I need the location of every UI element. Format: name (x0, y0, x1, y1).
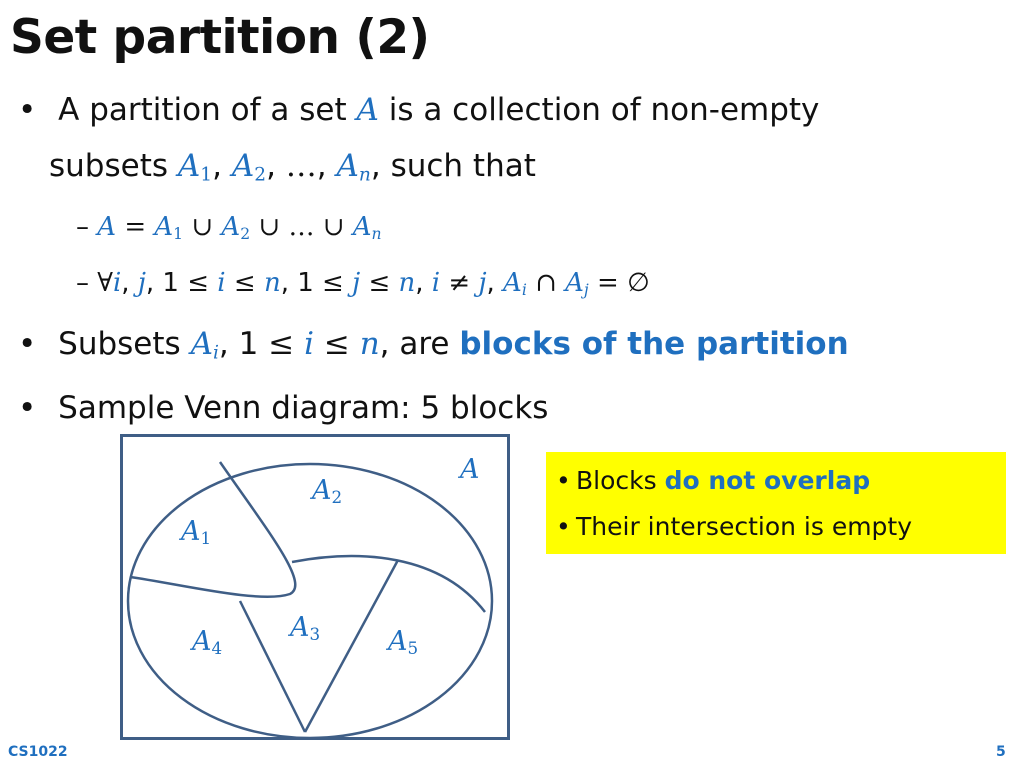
le-sign: ≤ (368, 268, 391, 298)
set-A: A (356, 92, 379, 128)
bullet-3-text: Sample Venn diagram: 5 blocks (58, 390, 549, 426)
le-sign: ≤ (322, 268, 344, 298)
var-n: n (359, 326, 380, 362)
ellipsis: … (288, 212, 315, 242)
bullet-dot: • (18, 390, 37, 426)
bullet-3: • Sample Venn diagram: 5 blocks (18, 390, 548, 426)
boundary-A3-A5 (303, 559, 400, 733)
one: 1 (297, 268, 314, 298)
union-sign: ∪ (258, 212, 281, 242)
bullet-1-cont: subsets A1, A2, …, An, such that (49, 148, 536, 186)
An: An (336, 148, 371, 186)
note-item-1-highlight: do not overlap (664, 466, 871, 495)
Ai: Ai (503, 268, 527, 299)
A1: A1 (154, 212, 184, 243)
block-label-A4: A4 (192, 626, 223, 659)
bullet-1-text-b: is a collection of non-empty (388, 92, 820, 128)
block-label-A5: A5 (388, 626, 419, 659)
forall-sign: ∀ (97, 268, 113, 298)
A1: A1 (177, 148, 213, 186)
one: 1 (162, 268, 179, 298)
bullet-2-text: Subsets (58, 326, 181, 362)
venn-diagram (126, 461, 494, 740)
boundary-A2-A5 (291, 554, 486, 613)
note-item-2: • Their intersection is empty (554, 504, 998, 550)
page-number: 5 (996, 744, 1006, 760)
bullet-dot: • (18, 326, 37, 362)
Ai: Ai (190, 326, 219, 364)
le-sign: ≤ (187, 268, 210, 298)
eq-sign: = (124, 212, 147, 242)
An: An (352, 212, 382, 243)
one: 1 (238, 326, 259, 362)
slide-title: Set partition (2) (10, 10, 430, 65)
empty-set-icon: ∅ (627, 268, 650, 298)
eq-sign: = (597, 268, 619, 298)
var-n: n (263, 268, 281, 298)
bullet-1-subsets: subsets (49, 148, 169, 184)
lhs-A: A (97, 212, 117, 242)
A2: A2 (221, 212, 251, 243)
union-sign: ∪ (191, 212, 214, 242)
ellipsis: … (285, 148, 317, 184)
note-box: • Blocks do not overlap • Their intersec… (546, 452, 1006, 554)
blocks-highlight: blocks of the partition (459, 326, 849, 362)
bullet-1-tail: , such that (370, 148, 536, 184)
note-item-1: • Blocks do not overlap (554, 458, 998, 504)
le-sign: ≤ (233, 268, 256, 298)
dash: – (76, 268, 89, 298)
boundary-A1-A2 (129, 461, 297, 598)
venn-set-label: A (460, 454, 480, 485)
le-sign: ≤ (323, 326, 350, 362)
bullet-dot: • (556, 466, 571, 495)
le-sign: ≤ (268, 326, 295, 362)
course-code: CS1022 (8, 744, 68, 760)
ne-sign: ≠ (448, 268, 471, 298)
bullet-2-are: , are (379, 326, 450, 362)
block-label-A1: A1 (181, 516, 212, 549)
set-A-boundary (126, 462, 494, 740)
var-i: i (431, 268, 441, 298)
block-label-A2: A2 (312, 475, 343, 508)
var-i: i (217, 268, 226, 298)
bullet-1-text-a: A partition of a set (58, 92, 347, 128)
block-label-A3: A3 (290, 612, 321, 645)
note-item-2-text: Their intersection is empty (576, 512, 913, 541)
bullet-dot: • (556, 512, 571, 541)
bullet-2: • Subsets Ai, 1 ≤ i ≤ n, are blocks of t… (18, 326, 849, 364)
union-sign: ∪ (322, 212, 345, 242)
var-i: i (112, 268, 122, 298)
bullet-1: • A partition of a set A is a collection… (18, 92, 819, 128)
sub-bullet-1: – A = A1 ∪ A2 ∪ … ∪ An (76, 212, 382, 243)
intersection-sign: ∩ (535, 268, 557, 298)
var-j: j (478, 268, 487, 298)
var-j: j (352, 268, 361, 298)
Aj: Aj (565, 268, 589, 299)
bullet-dot: • (18, 92, 37, 128)
var-j: j (137, 268, 146, 298)
A2: A2 (231, 148, 267, 186)
boundary-A3-A4 (238, 600, 307, 733)
var-i: i (304, 326, 314, 362)
note-item-1-text: Blocks (576, 466, 657, 495)
var-n: n (398, 268, 416, 298)
dash: – (76, 212, 89, 242)
sub-bullet-2: – ∀i, j, 1 ≤ i ≤ n, 1 ≤ j ≤ n, i ≠ j, Ai… (76, 268, 650, 299)
